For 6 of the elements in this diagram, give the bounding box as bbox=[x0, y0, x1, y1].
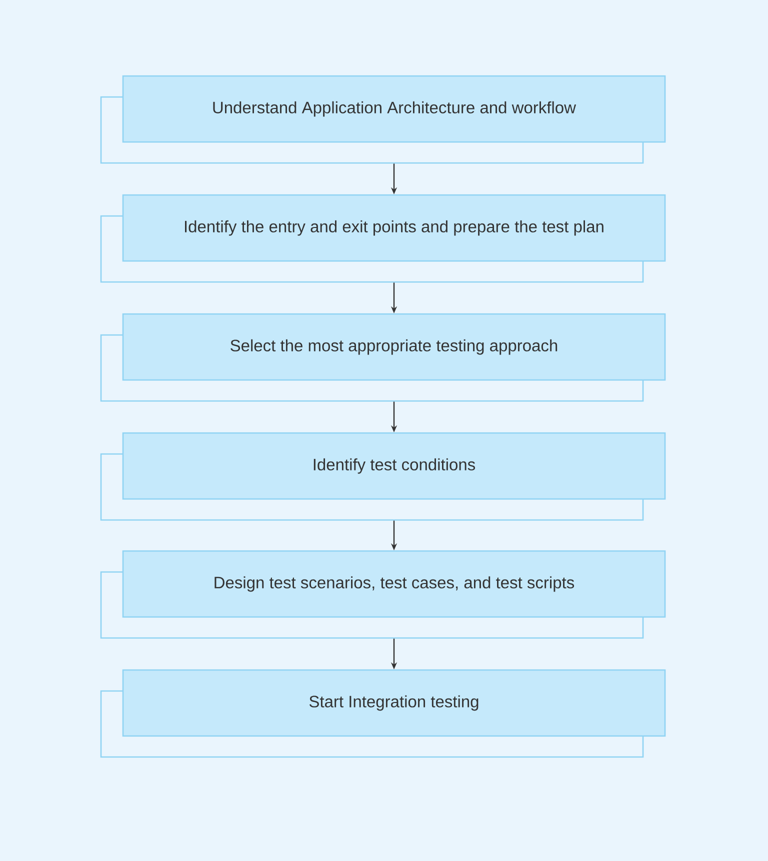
step-box: Select the most appropriate testing approach bbox=[100, 313, 666, 402]
step-box: Start Integration testing bbox=[100, 669, 666, 758]
step-box: Identify the entry and exit points and prepare the test plan bbox=[100, 194, 666, 283]
step-box: Identify test conditions bbox=[100, 432, 666, 521]
step-box: Design test scenarios, test cases, and test scripts bbox=[100, 550, 666, 639]
step-box: Understand Application Architecture and workflow bbox=[100, 75, 666, 164]
